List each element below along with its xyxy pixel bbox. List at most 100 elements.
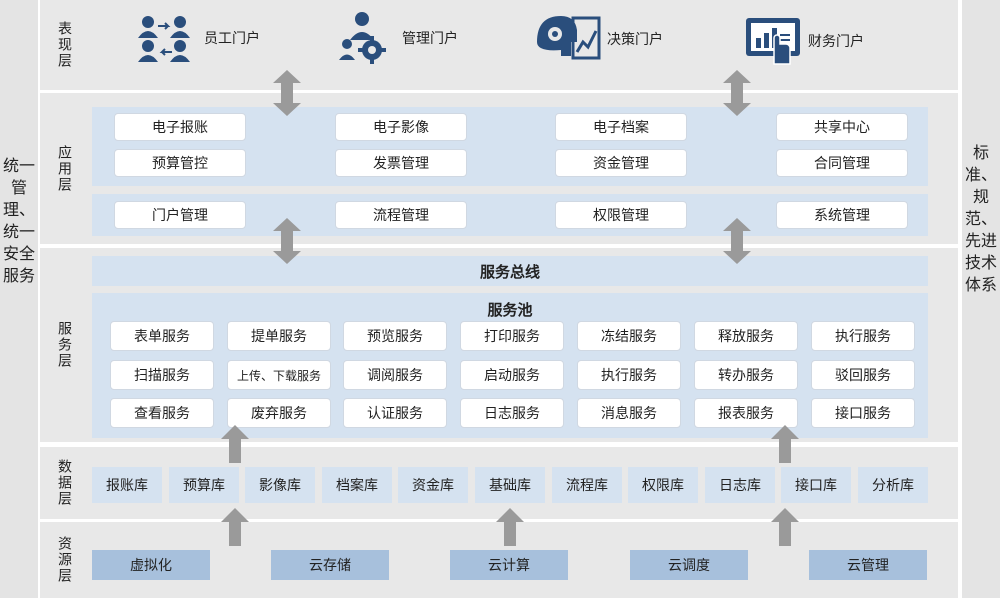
service-pool-label: 服务池 [487, 301, 533, 319]
app-box[interactable]: 电子档案 [555, 113, 687, 141]
service-box[interactable]: 打印服务 [460, 321, 564, 351]
database-box[interactable]: 权限库 [628, 467, 698, 503]
service-box-label: 提单服务 [251, 329, 307, 345]
app-box-label: 电子影像 [373, 120, 429, 136]
resource-box-label: 云管理 [847, 558, 889, 574]
service-box-label: 废弃服务 [251, 406, 307, 422]
service-box-label: 执行服务 [835, 329, 891, 345]
portal-finance[interactable]: 财务门户 [744, 14, 864, 68]
service-box[interactable]: 认证服务 [343, 398, 447, 428]
resource-box[interactable]: 云计算 [450, 550, 568, 580]
resource-box[interactable]: 云存储 [271, 550, 389, 580]
portal-management[interactable]: 管理门户 [338, 10, 458, 66]
database-box[interactable]: 报账库 [92, 467, 162, 503]
app-box[interactable]: 共享中心 [776, 113, 908, 141]
service-box-label: 消息服务 [601, 406, 657, 422]
service-box[interactable]: 日志服务 [460, 398, 564, 428]
service-box[interactable]: 冻结服务 [577, 321, 681, 351]
database-box[interactable]: 日志库 [705, 467, 775, 503]
app-box[interactable]: 预算管控 [114, 149, 246, 177]
resource-box-label: 云存储 [309, 558, 351, 574]
app-box[interactable]: 电子影像 [335, 113, 467, 141]
service-box[interactable]: 预览服务 [343, 321, 447, 351]
app-box-label: 门户管理 [152, 208, 208, 224]
resource-box-label: 虚拟化 [130, 558, 172, 574]
bidirectional-arrow [273, 70, 301, 116]
portal-management-label: 管理门户 [402, 31, 458, 47]
app-box-label: 流程管理 [373, 208, 429, 224]
service-box[interactable]: 报表服务 [694, 398, 798, 428]
app-box-label: 发票管理 [373, 156, 429, 172]
app-box[interactable]: 资金管理 [555, 149, 687, 177]
manager-gear-icon [339, 12, 386, 64]
service-box[interactable]: 接口服务 [811, 398, 915, 428]
tablet-chart-icon [746, 18, 800, 65]
database-box[interactable]: 流程库 [552, 467, 622, 503]
portal-employee[interactable]: 员工门户 [134, 12, 260, 64]
service-box[interactable]: 消息服务 [577, 398, 681, 428]
service-box-label: 释放服务 [718, 329, 774, 345]
service-box-label: 预览服务 [367, 329, 423, 345]
bidirectional-arrow [723, 70, 751, 116]
app-box[interactable]: 合同管理 [776, 149, 908, 177]
database-box[interactable]: 档案库 [322, 467, 392, 503]
database-box-label: 接口库 [795, 478, 837, 494]
database-box-label: 基础库 [489, 478, 531, 494]
app-box-label: 共享中心 [814, 120, 870, 136]
portal-employee-label: 员工门户 [204, 31, 260, 47]
portal-decision[interactable]: 决策门户 [533, 12, 663, 66]
app-box[interactable]: 系统管理 [776, 201, 908, 229]
service-box-label: 调阅服务 [367, 368, 423, 384]
resource-box-label: 云计算 [488, 558, 530, 574]
service-box[interactable]: 执行服务 [577, 360, 681, 390]
database-box-label: 分析库 [872, 478, 914, 494]
app-box-label: 合同管理 [814, 156, 870, 172]
database-box[interactable]: 基础库 [475, 467, 545, 503]
database-box-label: 影像库 [259, 478, 301, 494]
resource-box[interactable]: 云调度 [630, 550, 748, 580]
service-box[interactable]: 查看服务 [110, 398, 214, 428]
service-box[interactable]: 转办服务 [694, 360, 798, 390]
app-box[interactable]: 电子报账 [114, 113, 246, 141]
database-box-label: 资金库 [412, 478, 454, 494]
service-box[interactable]: 上传、下载服务 [227, 360, 331, 390]
service-box-label: 接口服务 [835, 406, 891, 422]
service-box-label: 报表服务 [718, 406, 774, 422]
bidirectional-arrow [273, 218, 301, 264]
database-box[interactable]: 接口库 [781, 467, 851, 503]
app-box-label: 电子档案 [593, 120, 649, 136]
service-box[interactable]: 扫描服务 [110, 360, 214, 390]
service-bus-label: 服务总线 [479, 262, 540, 281]
database-box-label: 档案库 [336, 478, 378, 494]
service-box-label: 冻结服务 [601, 329, 657, 345]
database-box[interactable]: 分析库 [858, 467, 928, 503]
service-box[interactable]: 执行服务 [811, 321, 915, 351]
database-box[interactable]: 资金库 [398, 467, 468, 503]
left-side-panel: 统一管理、统一安全服务 [0, 0, 38, 598]
app-box-label: 电子报账 [152, 120, 208, 136]
service-box[interactable]: 废弃服务 [227, 398, 331, 428]
resource-box[interactable]: 云管理 [809, 550, 927, 580]
service-box-label: 查看服务 [134, 406, 190, 422]
app-box[interactable]: 权限管理 [555, 201, 687, 229]
brain-chart-icon [537, 16, 601, 60]
portal-decision-label: 决策门户 [607, 32, 663, 48]
service-box[interactable]: 调阅服务 [343, 360, 447, 390]
layer-label-data: 数据层 [56, 459, 72, 507]
service-box[interactable]: 表单服务 [110, 321, 214, 351]
database-box[interactable]: 预算库 [169, 467, 239, 503]
database-box[interactable]: 影像库 [245, 467, 315, 503]
service-box[interactable]: 释放服务 [694, 321, 798, 351]
app-box[interactable]: 门户管理 [114, 201, 246, 229]
service-box[interactable]: 提单服务 [227, 321, 331, 351]
resource-box[interactable]: 虚拟化 [92, 550, 210, 580]
people-exchange-icon [138, 16, 190, 62]
app-box[interactable]: 流程管理 [335, 201, 467, 229]
up-arrow [496, 508, 524, 546]
service-box-label: 表单服务 [134, 329, 190, 345]
service-box[interactable]: 启动服务 [460, 360, 564, 390]
database-box-label: 权限库 [642, 478, 684, 494]
app-box[interactable]: 发票管理 [335, 149, 467, 177]
service-box-label: 打印服务 [484, 329, 540, 345]
service-box[interactable]: 驳回服务 [811, 360, 915, 390]
